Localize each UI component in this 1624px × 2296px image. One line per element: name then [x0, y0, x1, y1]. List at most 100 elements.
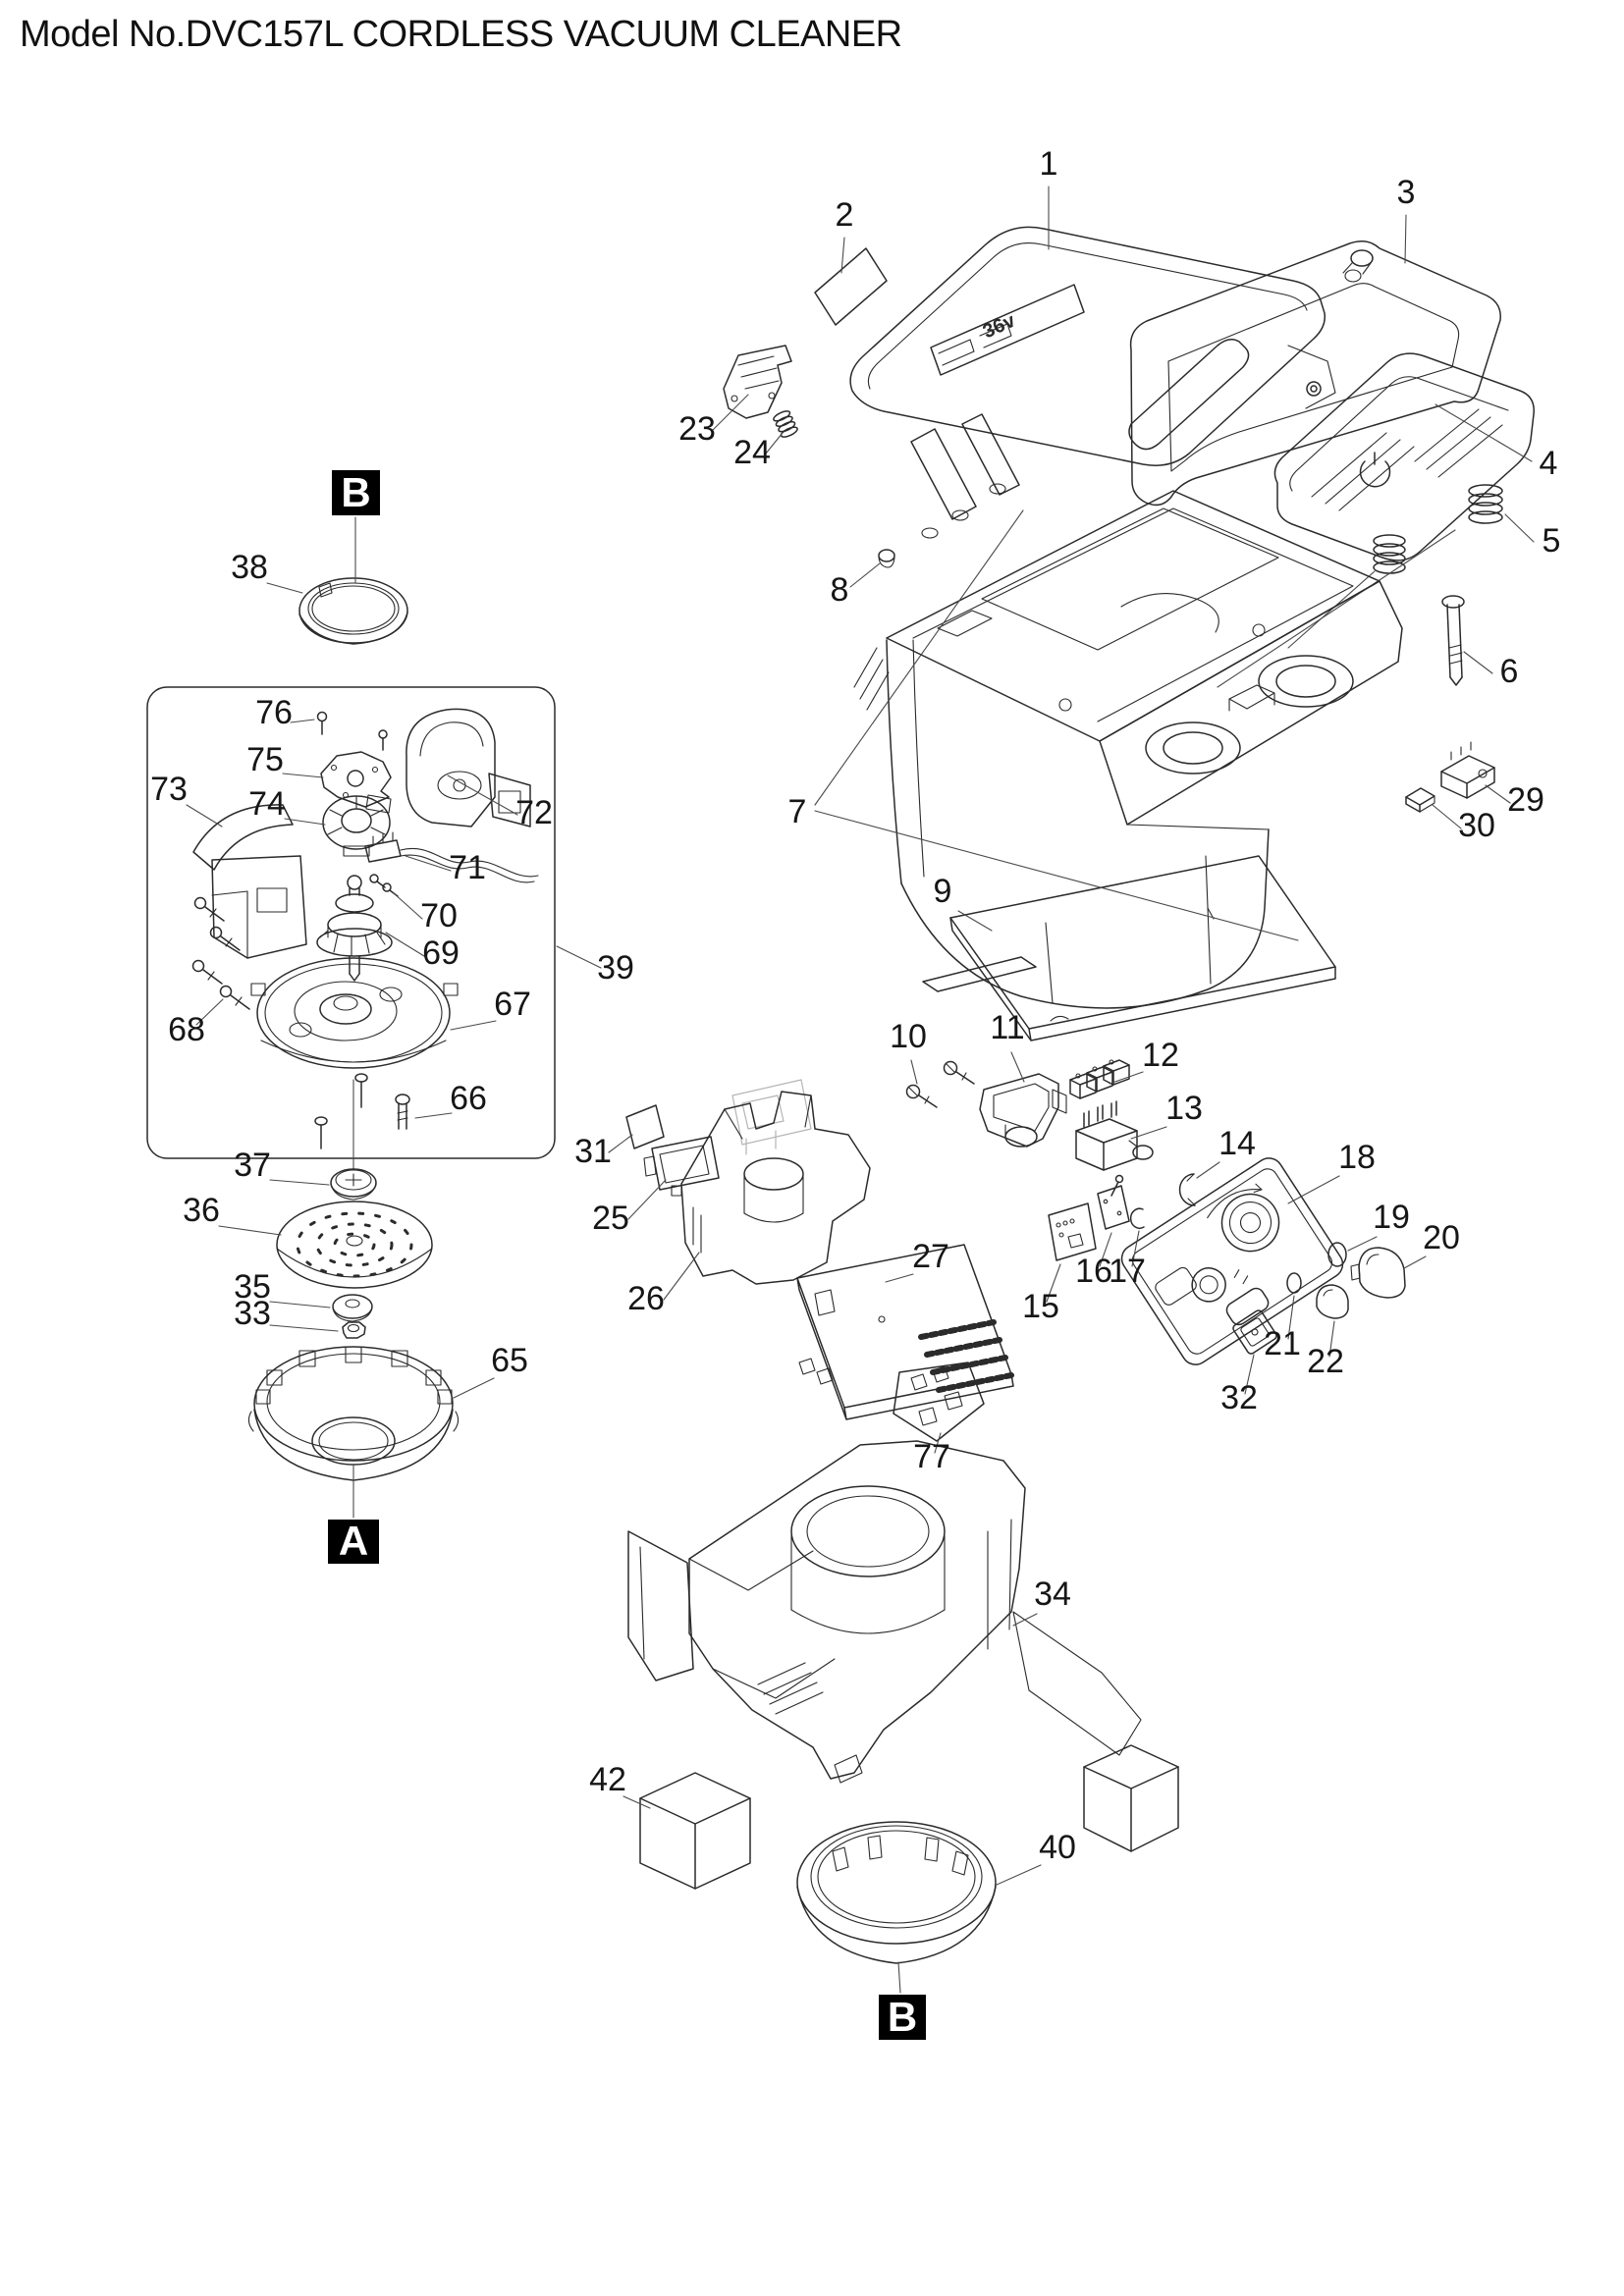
- leader-line-part-36: [218, 1225, 282, 1236]
- leader-line-part-6: [1463, 651, 1493, 674]
- leader-line-part-67: [450, 1020, 497, 1031]
- part-24-spring: [773, 410, 798, 438]
- part-4-vent-cover: [1273, 352, 1535, 561]
- part-21-oring: [1286, 1272, 1302, 1294]
- part-label-25: 25: [592, 1200, 629, 1237]
- section-marker-letter-B-0: B: [341, 469, 370, 515]
- part-label-31: 31: [574, 1133, 612, 1170]
- part-25-ghost: [731, 1079, 812, 1155]
- part-label-32: 32: [1220, 1379, 1258, 1416]
- part-5-springs: [1217, 484, 1503, 688]
- part-label-73: 73: [150, 771, 188, 808]
- leader-line-part-34: [1012, 1613, 1038, 1627]
- leader-line-part-12: [1109, 1071, 1144, 1085]
- part-label-1: 1: [1040, 145, 1058, 183]
- part-39-assembly-box: [146, 686, 556, 1159]
- part-label-29: 29: [1507, 781, 1544, 819]
- leader-line-part-32: [1244, 1354, 1255, 1395]
- part-65-crown: [247, 1346, 460, 1481]
- leader-line-part-73: [186, 804, 223, 828]
- section-marker-box-B-0: [332, 470, 380, 515]
- leader-line-part-66: [414, 1112, 453, 1119]
- part-label-27: 27: [912, 1238, 949, 1275]
- part-40-ring: [796, 1821, 997, 1964]
- leader-line-part-10: [910, 1059, 918, 1085]
- part-77-plate: [798, 1358, 985, 1442]
- part-66-screws: [314, 1073, 410, 1149]
- part-26-carrier: [680, 1091, 871, 1285]
- section-marker-letter-A-1: A: [339, 1518, 368, 1564]
- part-label-30: 30: [1458, 807, 1495, 844]
- leader-line-part-20: [1403, 1255, 1427, 1269]
- section-marker-letter-B-2: B: [888, 1994, 917, 2040]
- leader-line-part-77: [934, 1432, 942, 1454]
- part-label-70: 70: [420, 897, 458, 934]
- part-18-panel: [1120, 1157, 1344, 1365]
- part-label-75: 75: [246, 741, 284, 778]
- part-label-22: 22: [1307, 1343, 1344, 1380]
- part-label-10: 10: [890, 1018, 927, 1055]
- part-label-19: 19: [1373, 1199, 1410, 1236]
- part-label-77: 77: [913, 1438, 950, 1475]
- leader-line-part-24: [765, 432, 784, 454]
- part-7-main-body: [853, 483, 1403, 1009]
- leader-line-part-68: [195, 998, 224, 1026]
- part-label-23: 23: [678, 410, 716, 448]
- leader-line-part-30: [1432, 804, 1462, 829]
- part-76-screws: [316, 711, 388, 751]
- part-label-7: 7: [788, 793, 807, 830]
- part-label-9: 9: [934, 873, 952, 910]
- part-19-oring: [1327, 1242, 1347, 1267]
- part-42-box: [639, 1772, 751, 1890]
- section-marker-box-A-1: [328, 1520, 379, 1564]
- part-label-74: 74: [248, 785, 286, 823]
- part-35-washer: [332, 1294, 373, 1322]
- leader-line-part-9: [957, 910, 993, 932]
- part-8-pin: [878, 549, 895, 568]
- part-67-baffle: [250, 957, 459, 1069]
- part-22-knob: [1316, 1284, 1349, 1319]
- part-1-top-cover: [849, 226, 1336, 520]
- leader-line-part-7: [814, 810, 1299, 941]
- leader-line-part-70: [393, 892, 423, 920]
- part-label-18: 18: [1338, 1139, 1376, 1176]
- leader-line-part-11: [1010, 1051, 1025, 1083]
- part-label-71: 71: [449, 849, 486, 886]
- part-73-duct: [192, 804, 307, 959]
- part-label-37: 37: [234, 1147, 271, 1184]
- leader-line-part-22: [1328, 1320, 1335, 1358]
- part-label-42: 42: [589, 1761, 626, 1798]
- part-11-latch: [979, 1073, 1067, 1148]
- part-label-17: 17: [1109, 1253, 1146, 1290]
- part-label-5: 5: [1543, 522, 1561, 560]
- part-label-34: 34: [1034, 1575, 1071, 1613]
- part-6-screw: [1441, 595, 1465, 686]
- page-title: Model No.DVC157L CORDLESS VACUUM CLEANER: [20, 14, 902, 55]
- leader-line-part-8: [849, 562, 881, 588]
- part-72-housing: [406, 708, 531, 828]
- leader-line-part-7: [814, 509, 1024, 806]
- section-marker-box-B-2: [879, 1995, 926, 2040]
- part-label-39: 39: [597, 949, 634, 987]
- leader-line-part-3: [1404, 214, 1407, 264]
- part-34-lower-housing: [627, 1440, 1142, 1784]
- part-36-disc: [276, 1201, 433, 1289]
- part-label-76: 76: [255, 694, 293, 731]
- part-15-pcb: [1048, 1202, 1097, 1261]
- leader-line-part-16: [1099, 1232, 1112, 1267]
- part-label-13: 13: [1165, 1090, 1203, 1127]
- part-label-38: 38: [231, 549, 268, 586]
- part-label-65: 65: [491, 1342, 528, 1379]
- part-71-terminal: [364, 831, 539, 883]
- leader-line-part-39: [556, 945, 602, 969]
- part-17-eclip: [1129, 1207, 1145, 1230]
- part-label-15: 15: [1022, 1288, 1059, 1325]
- part-label-68: 68: [168, 1011, 205, 1048]
- part-label-11: 11: [990, 1009, 1024, 1046]
- part-10-screws: [905, 1060, 975, 1108]
- part-label-69: 69: [422, 934, 460, 972]
- part-31-sponge: [625, 1104, 665, 1149]
- part-label-6: 6: [1500, 653, 1519, 690]
- part-label-12: 12: [1142, 1037, 1179, 1074]
